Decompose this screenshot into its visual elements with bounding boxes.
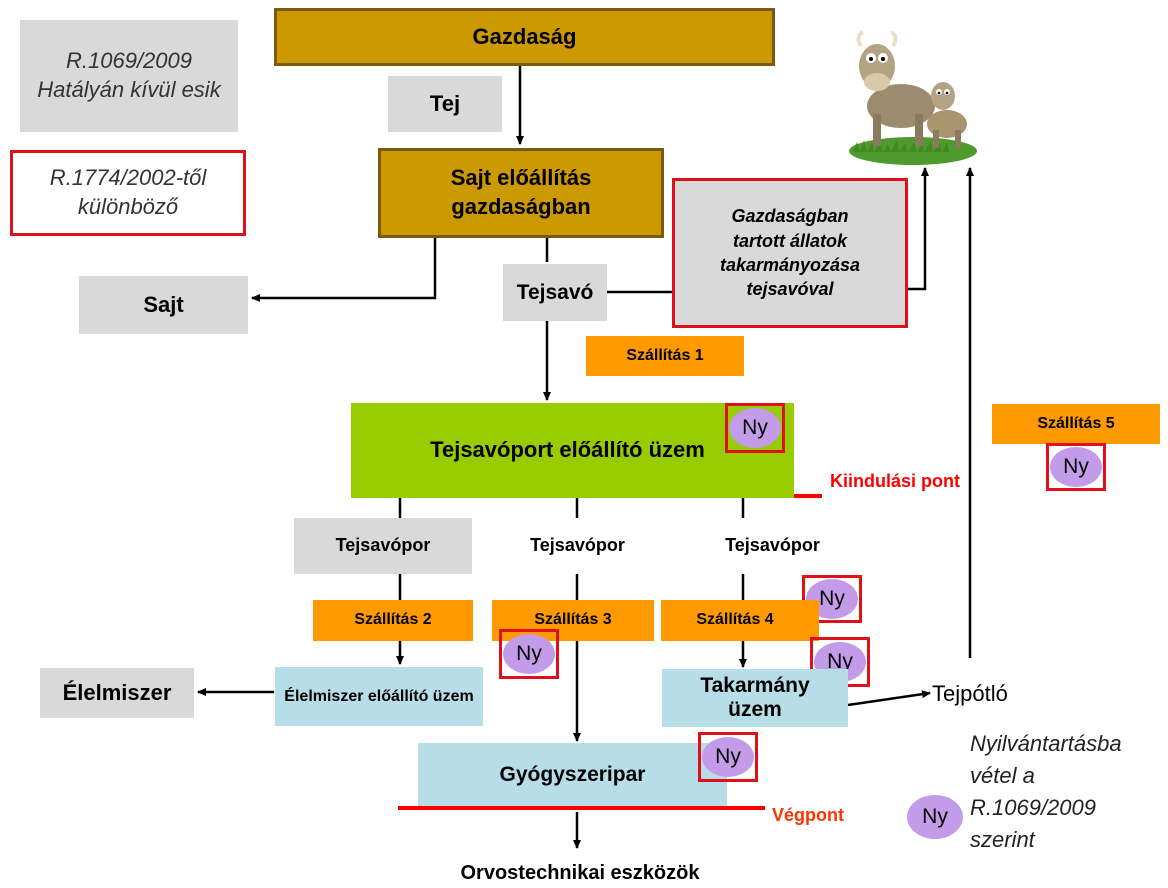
arrow-to-sajt [251, 238, 437, 302]
node-tejpotlo: Tejpótló [932, 676, 1052, 712]
registration-badge-gyogyszeripar: Ny [698, 732, 758, 782]
node-szallitas4: Szállítás 4 [661, 600, 819, 641]
registration-badge-uzem: Ny [725, 403, 785, 453]
ny-label: Ny [819, 587, 845, 610]
legend-badge: Ny [907, 795, 963, 839]
start-point-label: Kiindulási pont [830, 470, 960, 493]
label-elelmiszer: Élelmiszer [62, 679, 172, 705]
label-elelmiszer-uzem: Élelmiszer előállító üzem [284, 687, 474, 705]
ny-label: Ny [827, 650, 853, 673]
start-point-text: Kiindulási pont [830, 471, 960, 491]
label-tejpotlo: Tejpótló [932, 680, 1008, 706]
node-tejsavopor-3: Tejsavópor [700, 522, 845, 570]
ny-badge-icon: Ny [702, 737, 754, 777]
label-sajt-eloallitas: Sajt előállítás gazdaságban [450, 165, 592, 219]
legend-badge-label: Ny [922, 805, 948, 828]
label-szallitas4: Szállítás 4 [696, 611, 774, 629]
label-tejsavopor-uzem: Tejsavóport előállító üzem [430, 437, 705, 463]
note-regulation-diff-text: R.1774/2002-től különböző [49, 165, 207, 219]
registration-badge-tejsavopor-3: Ny [802, 575, 862, 623]
legend-description: Nyilvántartásba vétel a R.1069/2009 szer… [970, 731, 1122, 852]
node-tejsavopor-2: Tejsavópor [505, 522, 650, 570]
node-gazdasag: Gazdaság [274, 8, 775, 66]
node-elelmiszer: Élelmiszer [40, 668, 194, 718]
ny-label: Ny [715, 745, 741, 768]
node-tej: Tej [388, 76, 502, 132]
registration-badge-szallitas5: Ny [1046, 443, 1106, 491]
node-szallitas1: Szállítás 1 [586, 336, 744, 376]
ny-badge-icon: Ny [503, 634, 555, 674]
label-tejsavopor-2: Tejsavópor [530, 535, 625, 556]
label-tejsavo: Tejsavó [516, 280, 594, 304]
node-tejsavopor-1: Tejsavópor [294, 518, 472, 574]
label-orvostechnikai: Orvostechnikai eszközök [460, 862, 700, 884]
ny-label: Ny [742, 416, 768, 439]
label-szallitas1: Szállítás 1 [626, 346, 704, 364]
label-szallitas2: Szállítás 2 [354, 611, 432, 629]
node-orvostechnikai: Orvostechnikai eszközök [400, 860, 760, 888]
label-tejsavopor-1: Tejsavópor [335, 535, 431, 556]
end-point-text: Végpont [772, 805, 844, 825]
label-takarmanyozas: Gazdaságban tartott állatok takarmányozá… [719, 206, 861, 300]
arrow-to-cows [908, 167, 929, 291]
label-szallitas3: Szállítás 3 [534, 611, 612, 629]
ny-badge-icon: Ny [907, 795, 963, 839]
node-sajt-eloallitas: Sajt előállítás gazdaságban [378, 148, 664, 238]
ny-label: Ny [1063, 455, 1089, 478]
node-szallitas3: Szállítás 3 [492, 600, 654, 641]
ny-badge-icon: Ny [1050, 447, 1102, 487]
node-takarmany-uzem: Takarmány üzem [662, 669, 848, 727]
node-szallitas2: Szállítás 2 [313, 600, 473, 641]
note-regulation-different: R.1774/2002-től különböző [10, 150, 246, 236]
registration-badge-szallitas3: Ny [499, 629, 559, 679]
legend-text: Nyilvántartásba vétel a R.1069/2009 szer… [970, 728, 1160, 856]
label-gyogyszeripar: Gyógyszeripar [499, 762, 646, 786]
node-gyogyszeripar: Gyógyszeripar [418, 743, 727, 806]
label-szallitas5: Szállítás 5 [1037, 414, 1115, 432]
arrow-to-tejpotlo [847, 690, 931, 707]
node-sajt: Sajt [79, 276, 248, 334]
node-tejsavopor-uzem: Tejsavóport előállító üzem [351, 403, 794, 498]
note-regulation-out-text: R.1069/2009 Hatályán kívül esik [37, 48, 221, 102]
ny-label: Ny [516, 642, 542, 665]
node-tejsavo: Tejsavó [503, 264, 607, 321]
label-tej: Tej [429, 90, 461, 116]
node-takarmanyozas: Gazdaságban tartott állatok takarmányozá… [672, 178, 908, 328]
node-elelmiszer-uzem: Élelmiszer előállító üzem [275, 667, 483, 726]
label-sajt: Sajt [143, 291, 184, 317]
ny-badge-icon: Ny [729, 408, 781, 448]
node-szallitas5: Szállítás 5 [992, 404, 1160, 444]
note-regulation-out-of-scope: R.1069/2009 Hatályán kívül esik [20, 20, 238, 132]
label-takarmany-uzem: Takarmány üzem [700, 673, 810, 721]
end-point-label: Végpont [772, 804, 882, 827]
label-tejsavopor-3: Tejsavópor [725, 535, 820, 556]
ny-badge-icon: Ny [806, 579, 858, 619]
cows-illustration-icon [843, 6, 981, 166]
label-gazdasag: Gazdaság [472, 23, 577, 49]
